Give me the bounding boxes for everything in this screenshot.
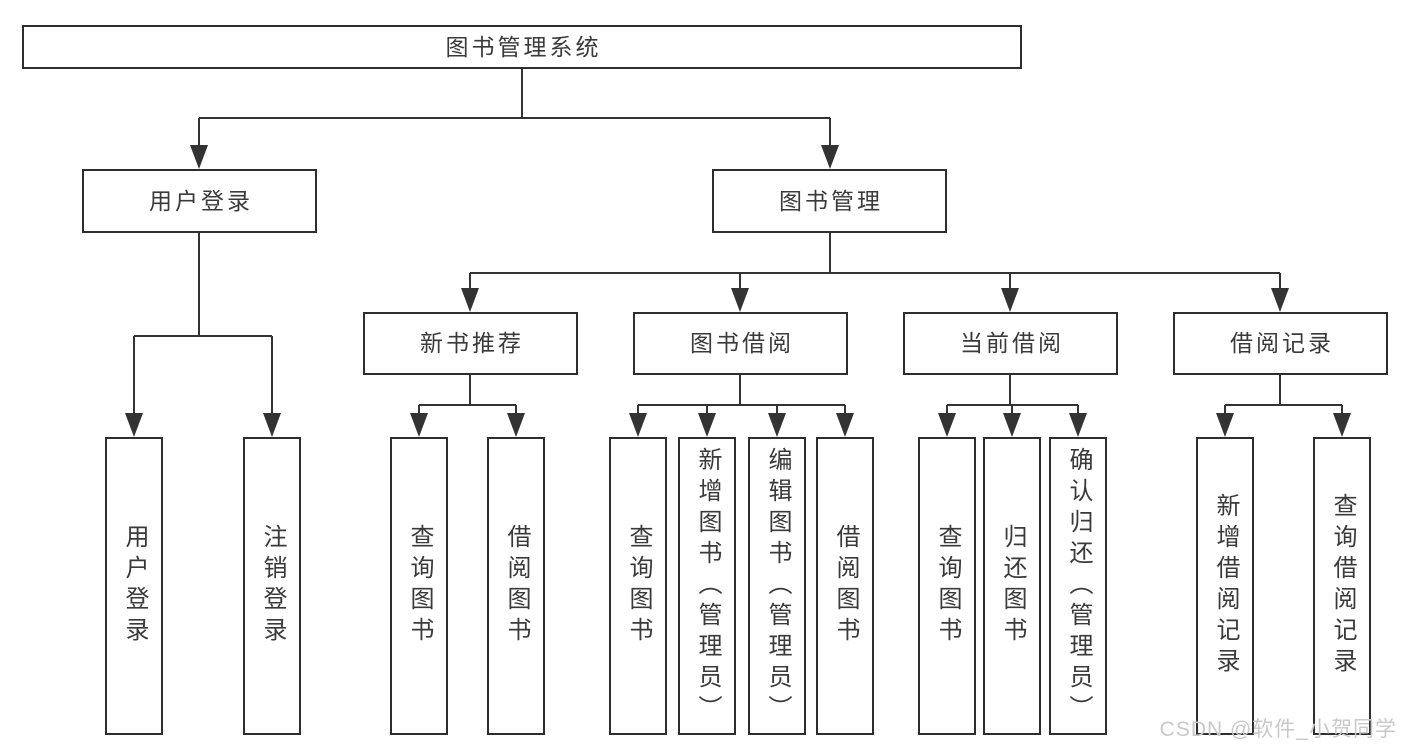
leaf-edit-book-admin: 编辑图书（管理员） — [748, 437, 806, 735]
leaf-query-books-current: 查询图书 — [918, 437, 976, 735]
leaf-return-book: 归还图书 — [983, 437, 1041, 735]
leaf-logout: 注销登录 — [243, 437, 301, 735]
leaf-query-books-borrow: 查询图书 — [609, 437, 667, 735]
node-book-borrow: 图书借阅 — [633, 312, 848, 375]
leaf-user-login: 用户登录 — [105, 437, 163, 735]
node-borrow-records: 借阅记录 — [1173, 312, 1388, 375]
node-new-book-recommend: 新书推荐 — [363, 312, 578, 375]
leaf-confirm-return-admin: 确认归还（管理员） — [1049, 437, 1107, 735]
leaf-add-borrow-record: 新增借阅记录 — [1196, 437, 1254, 735]
node-library-management-system: 图书管理系统 — [22, 25, 1022, 69]
leaf-borrow-books-recommend: 借阅图书 — [487, 437, 545, 735]
watermark: CSDN @软件_小贺同学 — [1159, 718, 1397, 741]
leaf-query-borrow-record: 查询借阅记录 — [1313, 437, 1371, 735]
leaf-borrow-books: 借阅图书 — [816, 437, 874, 735]
leaf-query-books-recommend: 查询图书 — [390, 437, 448, 735]
leaf-add-book-admin: 新增图书（管理员） — [678, 437, 736, 735]
node-book-management: 图书管理 — [712, 169, 947, 233]
node-user-login: 用户登录 — [82, 169, 317, 233]
node-current-borrow: 当前借阅 — [903, 312, 1118, 375]
